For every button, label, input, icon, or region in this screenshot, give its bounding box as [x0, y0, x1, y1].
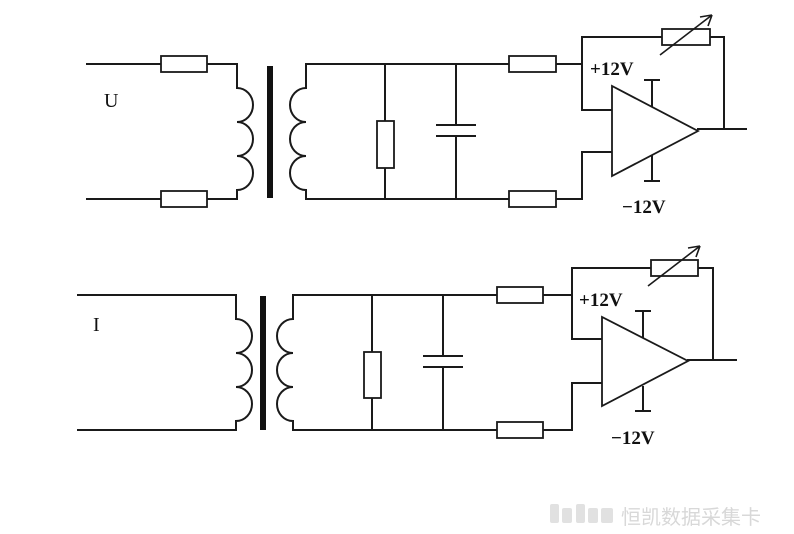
opamp-input-resistor-top — [508, 55, 557, 73]
feedback-wire — [581, 36, 725, 130]
opamp — [601, 315, 690, 408]
positive-supply-label: +12V — [579, 290, 623, 311]
secondary-winding — [276, 294, 294, 431]
noninverting-input-wire — [571, 382, 603, 431]
watermark: 恒凯数据采集卡 — [550, 504, 761, 529]
watermark-logo — [550, 504, 613, 523]
potentiometer-arrow-icon — [659, 14, 713, 56]
inverting-input-wire — [571, 294, 603, 340]
positive-supply-lead — [635, 310, 651, 338]
shunt-resistor — [376, 120, 395, 169]
filter-capacitor — [423, 355, 463, 368]
feedback-potentiometer — [650, 259, 699, 277]
current-input-label: I — [93, 314, 100, 336]
opamp-input-resistor-bottom — [508, 190, 557, 208]
shunt-resistor — [363, 351, 382, 399]
voltage-input-label: U — [104, 90, 119, 112]
primary-winding — [235, 294, 253, 431]
negative-supply-lead — [635, 386, 651, 412]
feedback-potentiometer — [661, 28, 711, 46]
positive-supply-lead — [644, 79, 660, 107]
inverting-input-wire — [581, 63, 613, 111]
negative-supply-label: −12V — [622, 197, 666, 218]
input-resistor-bottom — [160, 190, 208, 208]
feedback-wire — [571, 267, 714, 361]
opamp-input-resistor-bottom — [496, 421, 544, 439]
noninverting-input-wire — [581, 151, 613, 200]
negative-supply-label: −12V — [611, 428, 655, 449]
negative-supply-lead — [644, 155, 660, 182]
input-resistor-top — [160, 55, 208, 73]
current-input-circuit: I +12V −12V — [77, 245, 737, 449]
opamp-input-resistor-top — [496, 286, 544, 304]
positive-supply-label: +12V — [590, 59, 634, 80]
potentiometer-arrow-icon — [647, 245, 701, 287]
watermark-text: 恒凯数据采集卡 — [621, 505, 761, 529]
opamp — [611, 84, 700, 178]
voltage-input-circuit: U +12V — [86, 14, 747, 218]
primary-winding — [236, 63, 254, 200]
secondary-winding — [289, 63, 307, 200]
filter-capacitor — [436, 124, 476, 137]
